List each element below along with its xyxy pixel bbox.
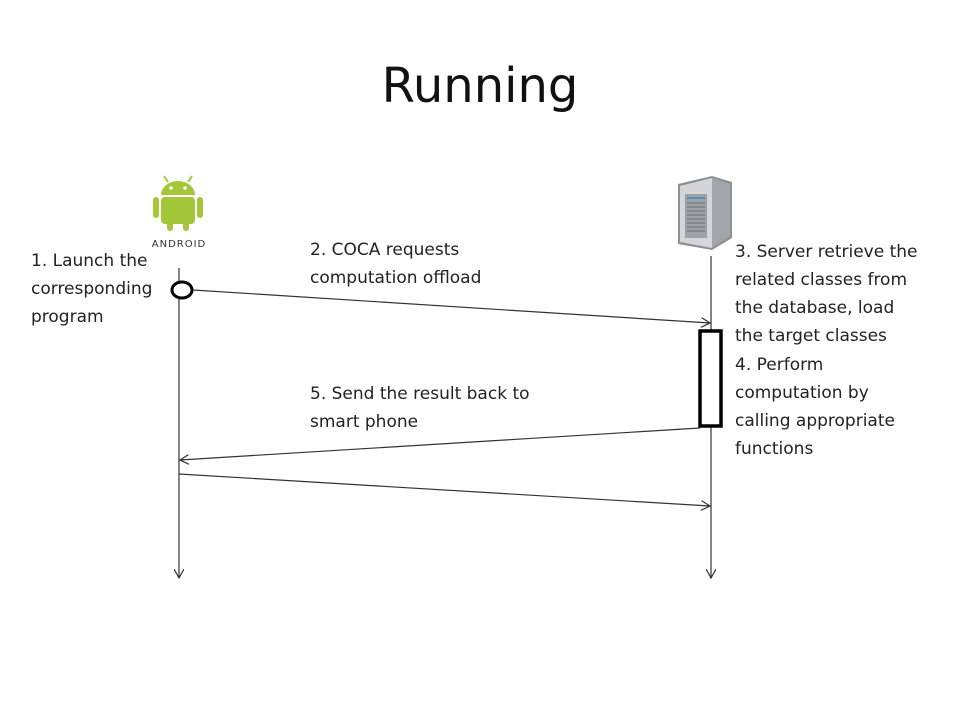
step1-label: 1. Launch the corresponding program bbox=[31, 251, 153, 327]
server-tower-icon bbox=[678, 176, 732, 250]
server-activation-bar bbox=[698, 329, 723, 428]
slide-title: Running bbox=[381, 58, 579, 114]
result-return-arrow bbox=[180, 427, 701, 460]
android-logo-text: ANDROID bbox=[152, 239, 207, 250]
launch-marker bbox=[170, 280, 194, 300]
offload-request-arrow bbox=[192, 289, 710, 323]
step3-label: 3. Server retrieve the related classes f… bbox=[735, 242, 918, 346]
step4-label: 4. Perform computation by calling approp… bbox=[735, 355, 895, 459]
step5-label: 5. Send the result back to smart phone bbox=[310, 384, 530, 432]
android-robot-icon: ANDROID bbox=[152, 175, 207, 250]
final-message-arrow bbox=[178, 473, 710, 506]
step2-label: 2. COCA requests computation offload bbox=[310, 240, 482, 288]
